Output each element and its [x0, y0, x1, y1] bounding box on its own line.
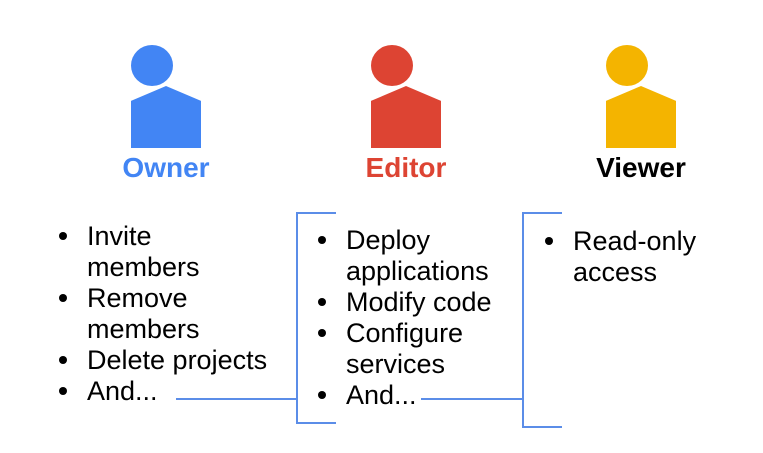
bullet-dot-icon — [318, 329, 326, 337]
item-text: And... — [87, 376, 158, 406]
person-head-icon — [371, 45, 413, 86]
item-text: Invite members — [87, 221, 200, 282]
editor-permissions-list: Deploy applications Modify code Configur… — [318, 225, 528, 411]
list-item: Configure services — [318, 318, 528, 380]
item-text: And... — [346, 380, 417, 410]
list-item: Read-only access — [545, 226, 755, 288]
viewer-person-icon — [606, 45, 676, 148]
bullet-dot-icon — [318, 298, 326, 306]
editor-viewer-bracket — [522, 212, 562, 428]
role-column-editor: Editor — [336, 45, 476, 183]
person-head-icon — [131, 45, 173, 86]
list-item: Deploy applications — [318, 225, 528, 287]
bullet-dot-icon — [59, 294, 67, 302]
item-text: Delete projects — [87, 345, 268, 375]
item-text: Modify code — [346, 287, 492, 317]
bullet-dot-icon — [59, 387, 67, 395]
list-item: Delete projects — [59, 345, 269, 376]
bullet-dot-icon — [545, 237, 553, 245]
owner-editor-bracket — [296, 212, 336, 424]
item-text: Configure services — [346, 318, 464, 379]
list-item: Invite members — [59, 221, 269, 283]
item-text: Read-only access — [573, 226, 697, 287]
person-body-icon — [371, 86, 441, 148]
owner-role-label: Owner — [122, 152, 210, 183]
editor-role-label: Editor — [365, 152, 447, 183]
person-head-icon — [606, 45, 648, 86]
list-item: And... — [59, 376, 269, 407]
editor-person-icon — [371, 45, 441, 148]
bullet-dot-icon — [318, 236, 326, 244]
bullet-dot-icon — [318, 391, 326, 399]
editor-and-connector-line — [421, 398, 522, 400]
owner-permissions-list: Invite members Remove members Delete pro… — [59, 221, 269, 407]
viewer-permissions-list: Read-only access — [545, 226, 755, 288]
role-column-owner: Owner — [96, 45, 236, 183]
bullet-dot-icon — [59, 356, 67, 364]
list-item: Modify code — [318, 287, 528, 318]
owner-and-connector-line — [176, 398, 296, 400]
item-text: Remove members — [87, 283, 200, 344]
viewer-role-label: Viewer — [596, 152, 686, 183]
role-column-viewer: Viewer — [571, 45, 711, 183]
person-body-icon — [131, 86, 201, 148]
bullet-dot-icon — [59, 232, 67, 240]
item-text: Deploy applications — [346, 225, 489, 286]
owner-person-icon — [131, 45, 201, 148]
person-body-icon — [606, 86, 676, 148]
list-item: Remove members — [59, 283, 269, 345]
list-item: And... — [318, 380, 528, 411]
